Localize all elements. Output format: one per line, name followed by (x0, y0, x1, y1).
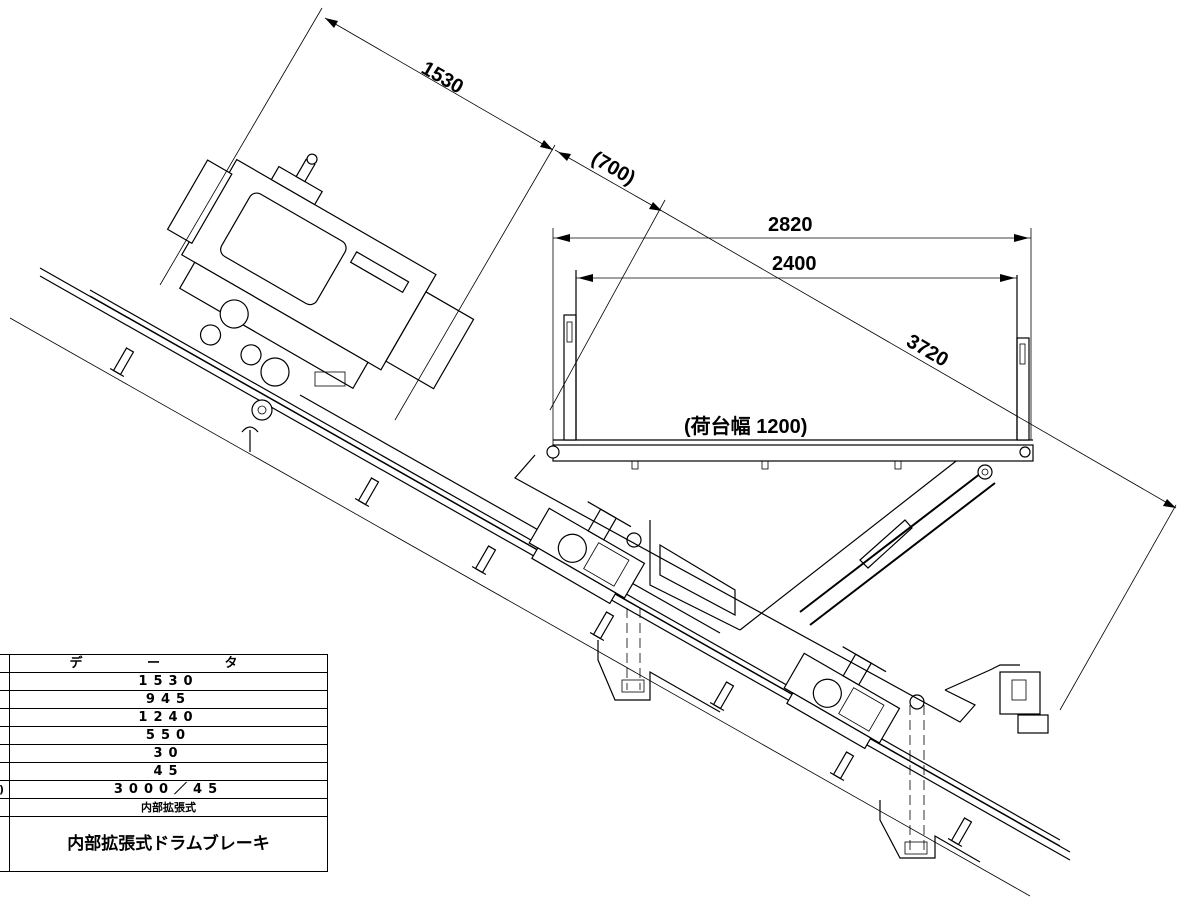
bogie-rear (783, 646, 901, 750)
drive-unit (166, 153, 475, 390)
spec-header: デ ー タ (9, 654, 328, 673)
spec-row: 1240 (0, 708, 328, 727)
spec-value: 3000／45 (9, 780, 328, 799)
spec-value: 内部拡張式ドラムブレーキ (9, 816, 328, 872)
spec-row: 550 (0, 726, 328, 745)
spec-row: ) 3000／45 (0, 780, 328, 799)
dim-2400: 2400 (772, 253, 817, 275)
dim-3720: 3720 (903, 330, 953, 371)
dimension-labels: 1530 (700) 2820 2400 3720 (荷台幅 1200) (418, 57, 953, 438)
bogie-front (528, 501, 646, 605)
cargo-bed (546, 270, 1034, 470)
spec-row: 30 (0, 744, 328, 763)
spec-value: 内部拡張式 (9, 798, 328, 817)
spec-value: 45 (9, 762, 328, 781)
foundations (597, 532, 981, 863)
spec-value: 945 (9, 690, 328, 709)
dim-1530: 1530 (418, 57, 468, 98)
spec-row: 1530 (0, 672, 328, 691)
rope-drum (251, 357, 346, 421)
spec-row: 内部拡張式ドラムブレーキ (0, 816, 328, 872)
dimension-lines (159, 7, 1177, 711)
spec-value: 1530 (9, 672, 328, 691)
spec-table: デ ー タ 1530 945 1240 550 30 45 ) 3000／45 … (0, 654, 328, 872)
rail-supports (109, 347, 973, 848)
spec-value: 30 (9, 744, 328, 763)
spec-value: 550 (9, 726, 328, 745)
cargo-width-label: (荷台幅 1200) (684, 414, 807, 438)
chassis-frame (514, 454, 1049, 734)
dim-2820: 2820 (768, 214, 813, 236)
spec-row: 内部拡張式 (0, 798, 328, 817)
spec-header-row: デ ー タ (0, 654, 328, 673)
spec-row: 45 (0, 762, 328, 781)
spec-value: 1240 (9, 708, 328, 727)
spec-row: 945 (0, 690, 328, 709)
